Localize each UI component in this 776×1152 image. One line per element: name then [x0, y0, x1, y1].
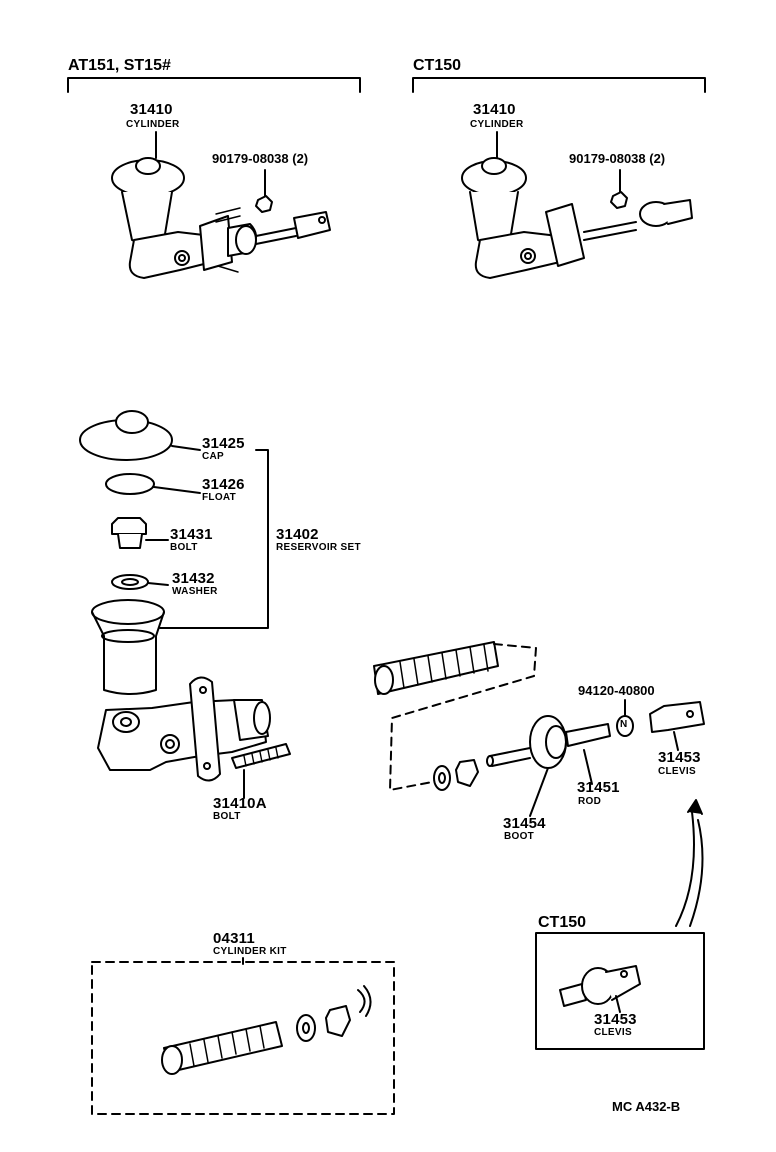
- model-header-left: AT151, ST15#: [68, 57, 171, 74]
- stud-bolt-number: 31410A: [213, 795, 267, 812]
- reservoir-set-bracket: [159, 449, 269, 629]
- boot-exploded: [373, 641, 537, 791]
- inset-header: CT150: [538, 914, 587, 931]
- kit-parts-shape: [161, 985, 372, 1075]
- rod-number: 31451: [577, 779, 620, 796]
- cap-name: CAP: [202, 451, 225, 462]
- seal-rings: [433, 759, 479, 791]
- float-shape: [105, 473, 201, 495]
- bolt-shape: [111, 517, 169, 549]
- figure-code: MC A432-B: [612, 1099, 681, 1114]
- cylinder-right-number: 31410: [473, 101, 516, 118]
- inset-arrow: [675, 811, 704, 927]
- stud-bolt-name: BOLT: [213, 811, 241, 822]
- boot-number: 31454: [503, 815, 546, 832]
- rod-boot-shape: [486, 715, 611, 817]
- clevis-number: 31453: [658, 749, 701, 766]
- nut-right-number: 90179-08038 (2): [569, 151, 666, 166]
- model-header-right: CT150: [413, 57, 462, 74]
- inset-clevis-number: 31453: [594, 1011, 637, 1028]
- reservoir-set-name: RESERVOIR SET: [276, 542, 361, 553]
- inset-clevis-shape: [559, 965, 641, 1013]
- rod-name: ROD: [578, 796, 602, 807]
- inset-box: [535, 932, 705, 1050]
- washer-shape: [111, 574, 169, 590]
- arrowhead: [687, 799, 703, 815]
- inset-clevis-name: CLEVIS: [594, 1027, 632, 1038]
- reservoir-set-number: 31402: [276, 526, 319, 543]
- stud-bolt-shape: [231, 743, 291, 799]
- cap-shape: [79, 410, 201, 461]
- cap-number: 31425: [202, 435, 245, 452]
- cylinder-assembly-left: [111, 131, 331, 279]
- washer-name: WASHER: [172, 586, 218, 597]
- float-number: 31426: [202, 476, 245, 493]
- nut-marker: N: [620, 719, 628, 730]
- clevis-nut-shape: [616, 699, 634, 737]
- bracket-left-header: [67, 77, 361, 93]
- cylinder-body-shape: [97, 676, 271, 782]
- clevis-shape: [649, 701, 705, 751]
- washer-number: 31432: [172, 570, 215, 587]
- cylinder-left-number: 31410: [130, 101, 173, 118]
- clevis-nut-number: 94120-40800: [578, 683, 655, 698]
- cylinder-right-name: CYLINDER: [470, 119, 524, 130]
- boot-name: BOOT: [504, 831, 535, 842]
- bracket-right-header: [412, 77, 706, 93]
- kit-name: CYLINDER KIT: [213, 946, 287, 957]
- cylinder-assembly-right: [461, 131, 693, 279]
- reservoir-shape: [91, 599, 165, 695]
- kit-box: [91, 961, 395, 1115]
- clevis-name: CLEVIS: [658, 766, 696, 777]
- kit-number: 04311: [213, 930, 255, 947]
- bolt-number: 31431: [170, 526, 213, 543]
- cylinder-left-name: CYLINDER: [126, 119, 180, 130]
- float-name: FLOAT: [202, 492, 237, 503]
- nut-left-number: 90179-08038 (2): [212, 151, 309, 166]
- bolt-name: BOLT: [170, 542, 198, 553]
